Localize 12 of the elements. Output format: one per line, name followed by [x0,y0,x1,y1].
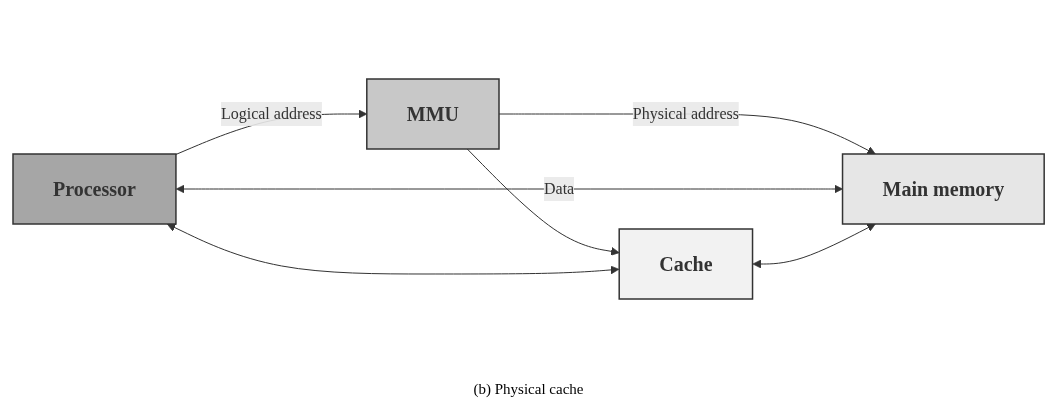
arrow [175,184,843,193]
arrow [466,148,620,256]
caption: (b) Physical cache [473,381,584,398]
node-box: Main memory [841,152,1045,225]
edge-label: Data [543,179,575,197]
arrow [752,223,876,268]
arrow [166,222,620,274]
edge-label: Logical address [220,104,322,122]
edge-label: Physical address [632,104,739,122]
node-box: Processor [12,152,177,225]
node-box: MMU [365,77,500,150]
node-box: Cache [618,227,754,300]
